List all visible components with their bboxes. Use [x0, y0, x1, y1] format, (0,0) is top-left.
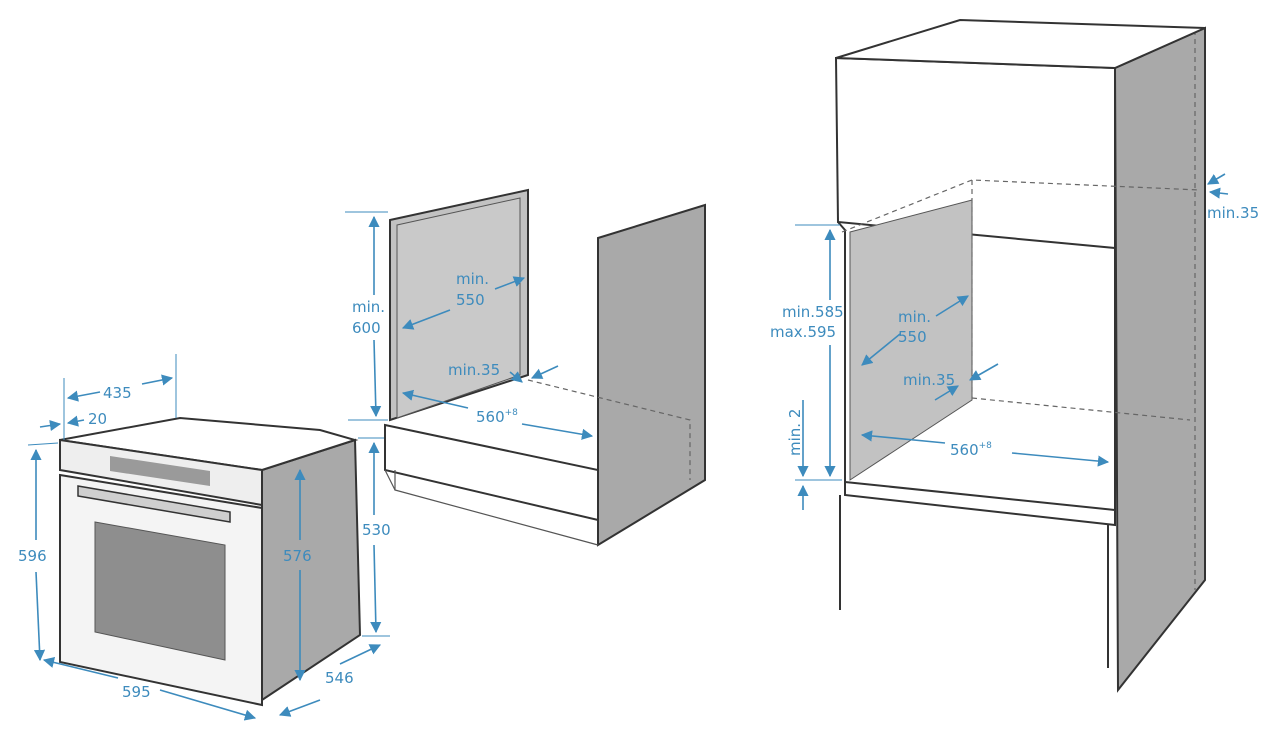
oven-display	[110, 456, 210, 486]
tall-cabinet-upper-front	[834, 56, 1116, 250]
oven-drawing: 435 20 596 576 530 595 546	[18, 354, 391, 721]
dim-uc-depth-min-label: min.	[456, 270, 489, 288]
dim-uc-depth-value: 550	[456, 291, 485, 309]
dim-tall-depth-min-label: min.	[898, 308, 931, 326]
dim-oven-top-depth: 435	[103, 384, 132, 402]
oven-window	[94, 521, 226, 661]
tall-cabinet-drawing: min.35 min.585 max.595 min. 550 min.35 m…	[770, 18, 1259, 693]
dim-uc-gap: min.35	[448, 361, 500, 379]
tall-cabinet-top	[835, 18, 1206, 70]
dim-oven-inner-height: 576	[283, 547, 312, 565]
dim-tall-bottom-gap: min. 2	[786, 409, 804, 456]
dim-oven-depth: 546	[325, 669, 354, 687]
dim-oven-width: 595	[122, 683, 151, 701]
dim-uc-height-min-label: min.	[352, 298, 385, 316]
tall-cabinet-shelf	[844, 480, 1116, 527]
cabinet-plinth	[384, 423, 599, 522]
dim-oven-top-offset: 20	[88, 410, 107, 428]
dim-tall-gap: min.35	[903, 371, 955, 389]
dim-tall-height-max: max.595	[770, 323, 836, 341]
dim-oven-front-height: 596	[18, 547, 47, 565]
dim-tall-top-gap: min.35	[1207, 204, 1259, 222]
dim-tall-width: 560+8	[950, 441, 992, 459]
oven-door-handle	[77, 485, 231, 523]
tall-cabinet-side-panel	[1113, 26, 1206, 693]
dim-tall-height-min: min.585	[782, 303, 844, 321]
under-counter-cabinet-drawing: min. 550 min. 600 min.35 560+8	[345, 188, 706, 547]
dim-uc-height-value: 600	[352, 319, 381, 337]
dim-tall-depth-value: 550	[898, 328, 927, 346]
cabinet-right-panel	[597, 203, 706, 547]
dim-oven-total-height: 530	[362, 521, 391, 539]
tall-cabinet-niche-left-panel	[849, 199, 973, 481]
dim-uc-width: 560+8	[476, 408, 518, 426]
